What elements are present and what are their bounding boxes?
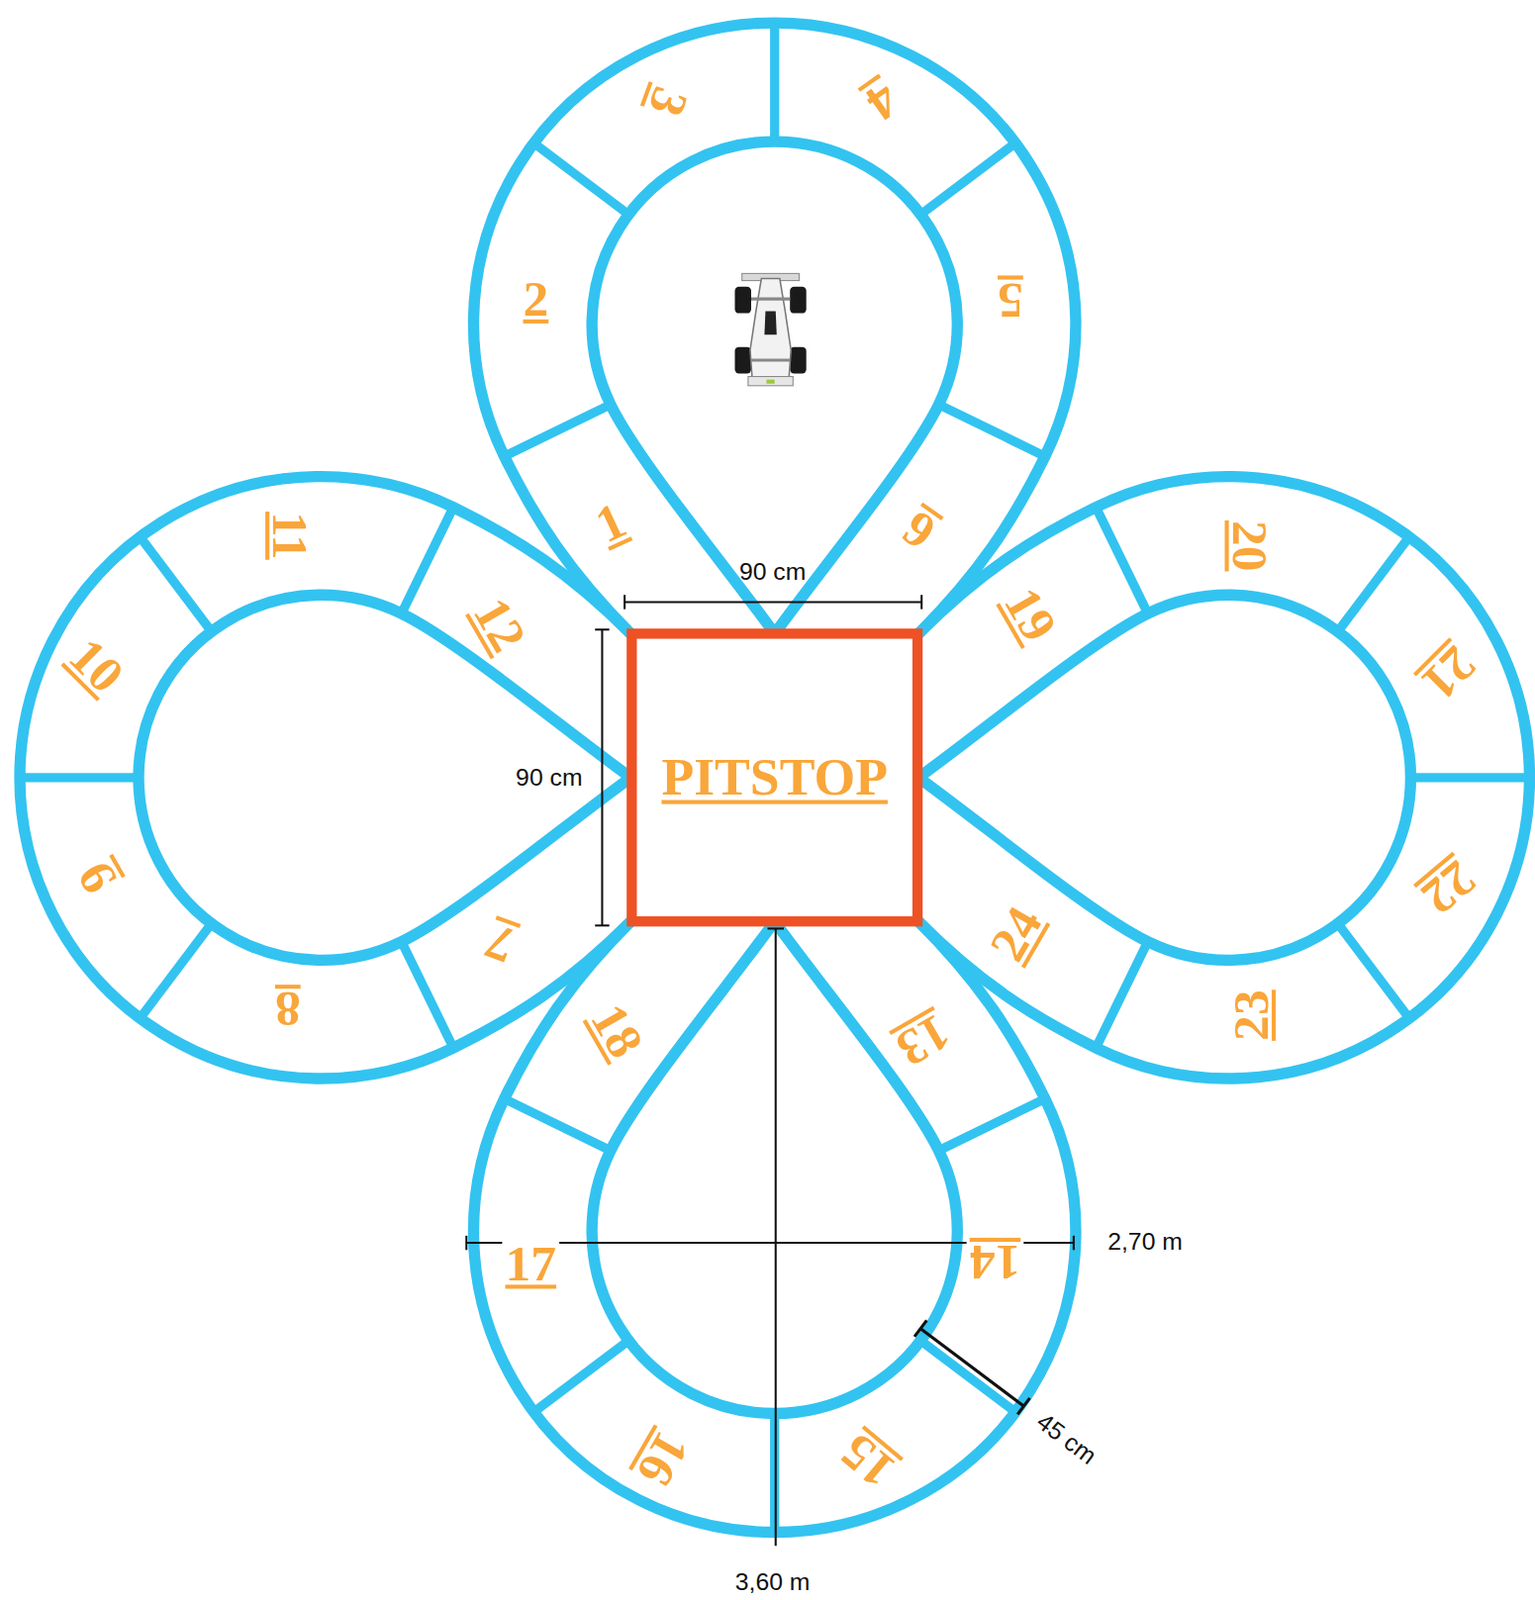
cell-divider	[401, 506, 454, 614]
cell-divider	[939, 404, 1047, 457]
cell-divider	[920, 1341, 1016, 1413]
cell-divider	[140, 923, 212, 1019]
cell-number: 9	[65, 850, 129, 906]
cell-number: 13	[884, 1002, 962, 1079]
cell-number: 10	[57, 625, 137, 705]
cell-number: 4	[854, 70, 912, 134]
cell-divider	[503, 404, 611, 457]
dimension-label: 90 cm	[512, 764, 586, 791]
cell-divider	[20, 772, 140, 782]
pitstop-title: PITSTOP	[661, 751, 887, 805]
cell-number: 5	[994, 273, 1027, 329]
cell-number: 3	[637, 78, 700, 127]
cell-number: 16	[625, 1421, 702, 1499]
dimension-label: 2,70 m	[1104, 1229, 1186, 1256]
cell-number: 6	[889, 498, 948, 563]
cell-divider	[140, 537, 212, 633]
track-loops	[19, 22, 1530, 1533]
track-inner-edge	[138, 594, 631, 960]
track-outer-edge	[918, 477, 1530, 1079]
cell-number: 7	[476, 912, 525, 975]
cell-divider	[1095, 942, 1148, 1050]
dimension-label: 90 cm	[736, 558, 810, 585]
cell-divider	[939, 1098, 1047, 1151]
race-car	[735, 273, 807, 385]
track-loop	[19, 477, 631, 1079]
cell-number: 15	[828, 1422, 908, 1502]
cell-number: 23	[1222, 986, 1278, 1045]
track-outer-edge	[474, 22, 1076, 634]
cell-divider	[920, 143, 1016, 215]
track-outer-edge	[19, 477, 631, 1079]
cell-number: 1	[583, 490, 637, 555]
pitstop-box: PITSTOP	[626, 628, 923, 927]
cell-divider	[401, 942, 454, 1050]
cell-divider	[503, 1098, 611, 1151]
track-loop	[918, 477, 1530, 1079]
cell-number: 11	[263, 508, 319, 564]
cell-number: 20	[1222, 517, 1278, 576]
cell-number: 18	[578, 992, 656, 1070]
cell-number: 14	[966, 1236, 1025, 1292]
track-inner-edge	[918, 594, 1411, 960]
cell-divider	[534, 1341, 630, 1413]
cell-number: 8	[272, 982, 304, 1039]
cell-divider	[534, 143, 630, 215]
track-loop	[474, 22, 1076, 634]
cell-divider	[769, 23, 779, 143]
track-inner-edge	[591, 141, 958, 634]
cell-divider	[1338, 923, 1410, 1019]
cell-number: 24	[977, 895, 1055, 973]
cell-divider	[1095, 506, 1148, 614]
cell-number: 21	[1409, 634, 1489, 714]
cell-number: 12	[462, 585, 539, 664]
cell-number: 17	[501, 1236, 560, 1292]
dimension-label: 45 cm	[1029, 1406, 1104, 1472]
cell-divider	[1338, 537, 1410, 633]
dimension-lines	[466, 594, 1074, 1546]
cell-divider	[1410, 772, 1530, 782]
cell-number: 2	[519, 270, 552, 326]
cell-number: 22	[1409, 848, 1489, 928]
dimension-label: 3,60 m	[732, 1568, 814, 1596]
cell-number: 19	[992, 575, 1069, 654]
